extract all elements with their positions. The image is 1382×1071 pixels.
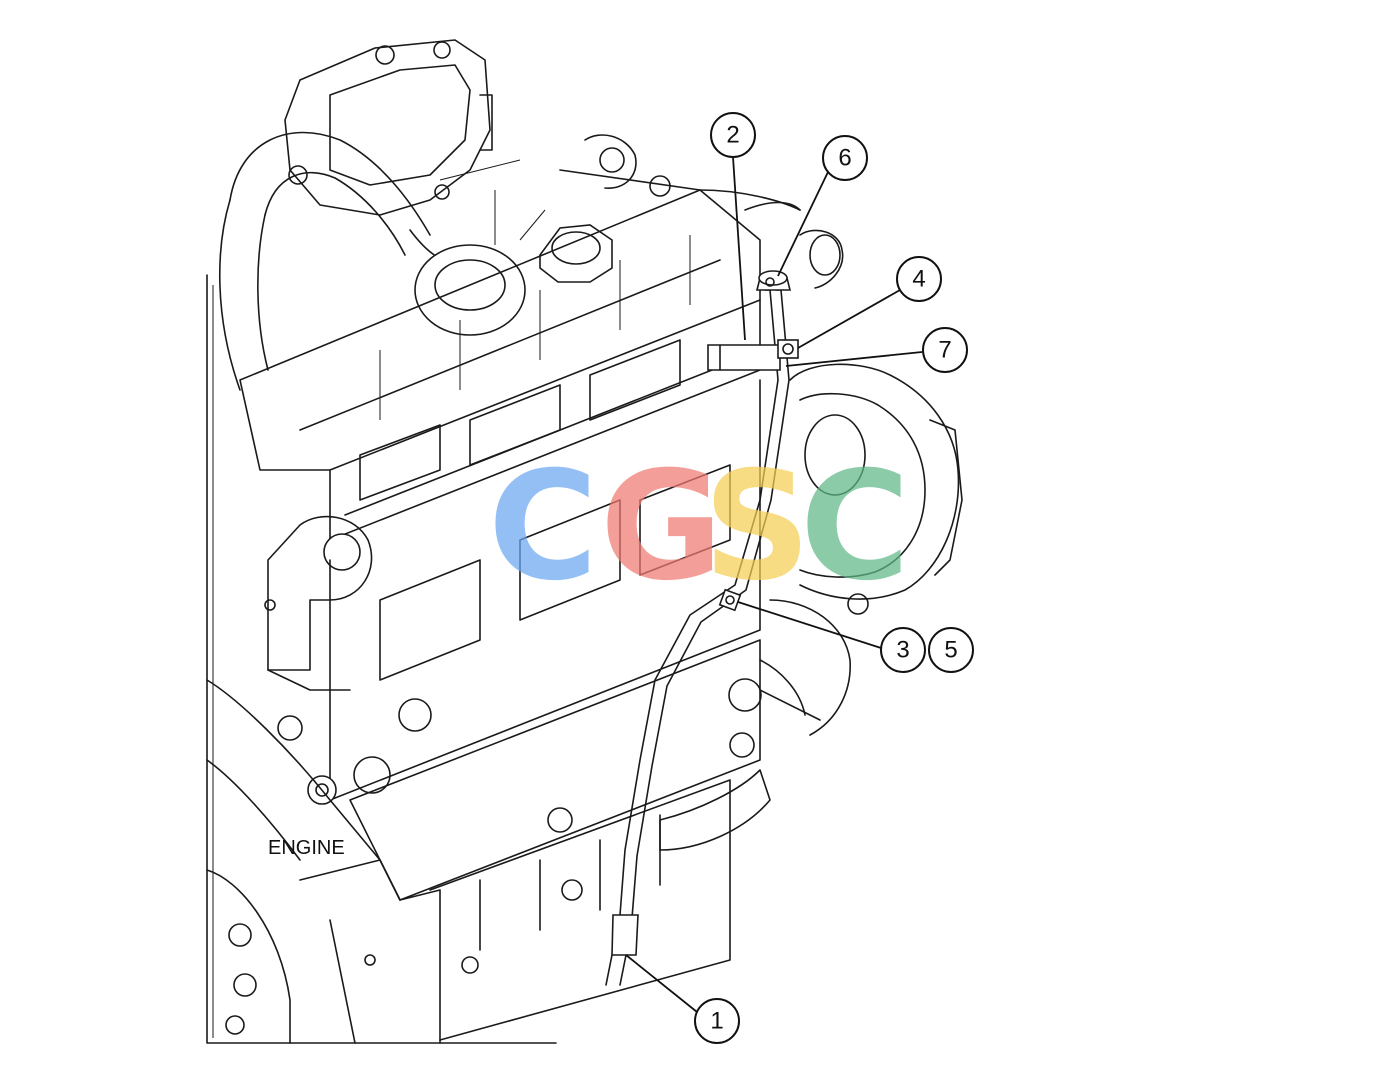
callouts: 1 2 3 4 5 6 7 <box>694 112 974 1044</box>
watermark-letter-c1: C <box>488 440 598 614</box>
callout-2-number: 2 <box>726 122 739 149</box>
leader-3-5 <box>737 601 882 649</box>
leader-6 <box>777 171 829 277</box>
callout-1-number: 1 <box>710 1008 723 1035</box>
callout-5-number: 5 <box>944 637 957 664</box>
callout-3-number: 3 <box>896 637 909 664</box>
engine-illustration <box>206 39 963 1044</box>
engine-label: ENGINE <box>268 837 345 859</box>
callout-4: 4 <box>896 256 942 302</box>
leader-1 <box>625 954 698 1013</box>
watermark-letter-c2: C <box>800 440 910 614</box>
callout-7: 7 <box>922 327 968 373</box>
watermark-letter-s: S <box>703 440 811 614</box>
callout-6: 6 <box>822 135 868 181</box>
callout-6-number: 6 <box>838 145 851 172</box>
callout-3: 3 <box>880 627 926 673</box>
leader-4 <box>797 289 901 349</box>
leader-2 <box>732 156 746 341</box>
callout-7-number: 7 <box>938 337 951 364</box>
leader-lines <box>625 156 923 1013</box>
callout-1: 1 <box>694 998 740 1044</box>
leader-7 <box>785 351 923 367</box>
cgsc-watermark: C G S C <box>488 440 910 614</box>
callout-5: 5 <box>928 627 974 673</box>
watermark-letter-g: G <box>600 440 723 614</box>
callout-4-number: 4 <box>912 266 925 293</box>
callout-2: 2 <box>710 112 756 158</box>
